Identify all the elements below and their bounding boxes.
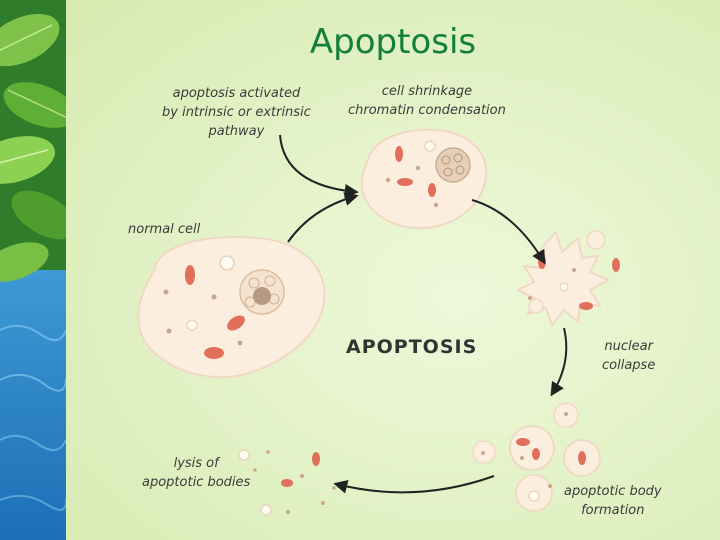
center-label: APOPTOSIS — [346, 336, 478, 358]
apoptosis-diagram — [137, 128, 620, 516]
label-nuclear-collapse: nuclear collapse — [602, 339, 656, 373]
arrow-normal-to-shrink — [287, 192, 359, 243]
normal-cell — [137, 236, 326, 379]
slide-title: Apoptosis — [309, 22, 477, 62]
label-apoptotic-body: apoptotic body formation — [564, 484, 662, 518]
mitochondrion — [185, 265, 195, 285]
label-normal-cell: normal cell — [128, 222, 201, 237]
shrunken-cell — [360, 128, 488, 230]
label-lysis: lysis of apoptotic bodies — [142, 456, 251, 490]
arrow-bodies-to-lysis — [333, 475, 495, 494]
label-shrinkage: cell shrinkage chromatin condensation — [348, 84, 506, 118]
leaf-water-image — [0, 0, 66, 540]
slide-content: Apoptosis — [66, 0, 720, 540]
arrow-collapse-to-bodies — [550, 327, 568, 397]
lysis-debris — [238, 449, 336, 516]
mitochondrion — [227, 315, 245, 331]
arrow-shrink-to-collapse — [471, 199, 546, 265]
blebbing-cell — [515, 229, 620, 329]
mitochondrion — [204, 347, 224, 359]
nucleus — [239, 269, 285, 315]
decorative-side-strip — [0, 0, 66, 540]
label-activated: apoptosis activated by intrinsic or extr… — [162, 86, 311, 139]
arrow-activation — [279, 134, 359, 198]
apoptotic-bodies — [472, 402, 601, 512]
